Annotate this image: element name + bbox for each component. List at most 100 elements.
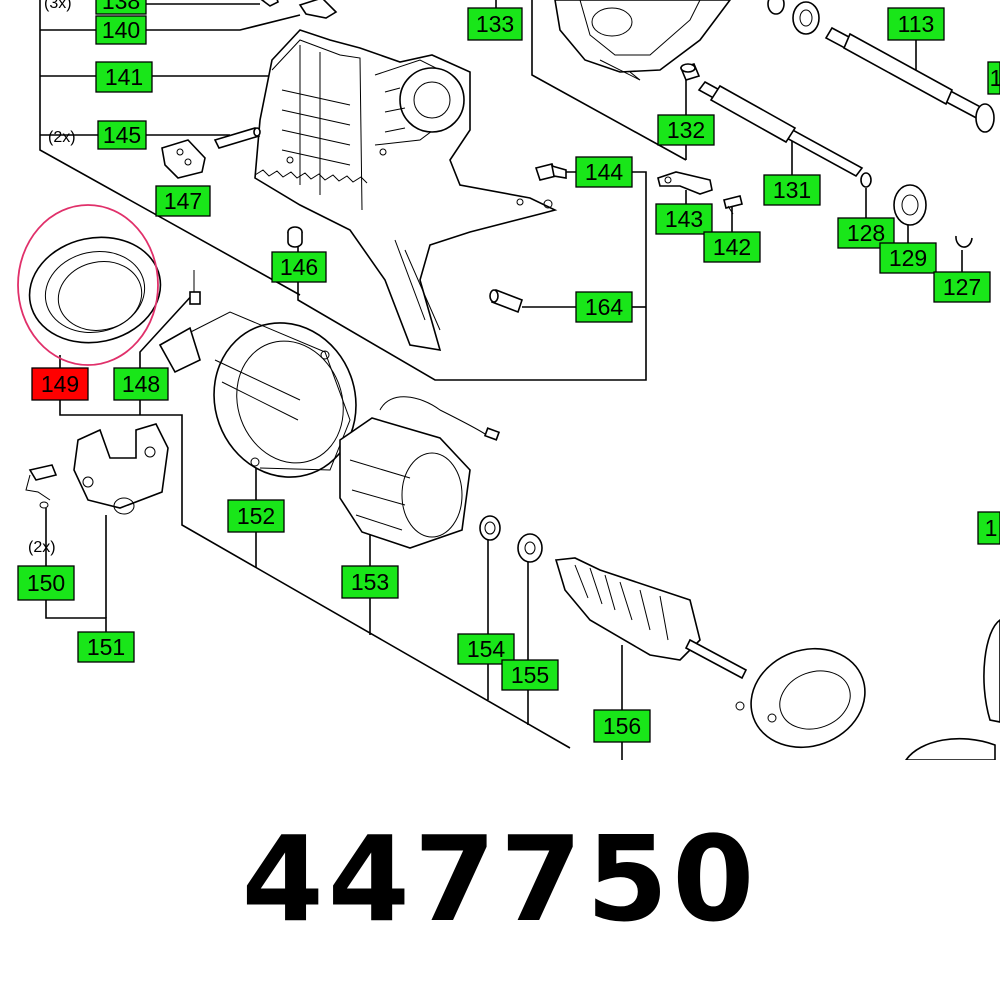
callout-145: 145 [97, 120, 147, 150]
callout-box [977, 511, 1000, 545]
clip-150 [25, 464, 58, 509]
callout-number: 138 [102, 0, 140, 14]
callout-164: 164 [575, 291, 633, 323]
quantity-q2x-b: (2x) [28, 539, 56, 556]
callout-number: 154 [467, 636, 506, 662]
callout-133: 133 [467, 7, 523, 41]
callout-box [501, 659, 559, 691]
callout-number: 1 [985, 515, 998, 541]
callout-150: 150 [17, 565, 75, 601]
callout-number: 128 [847, 220, 885, 246]
callout-box [113, 367, 169, 401]
callout-box [95, 61, 153, 93]
shaft-131 [697, 80, 864, 178]
callout-143: 143 [655, 203, 713, 235]
callout-box [95, 15, 147, 45]
callout-box [655, 203, 713, 235]
callout-154: 154 [457, 633, 515, 665]
pin-164 [489, 288, 524, 314]
callout-142: 142 [703, 231, 761, 263]
callout-box [97, 120, 147, 150]
callout-box [95, 0, 147, 15]
exploded-parts-diagram: 1381401411451471461491481331131321311441… [17, 0, 1000, 760]
callout-number: 152 [237, 503, 275, 529]
part-number: 447750 [241, 810, 759, 948]
leader-lines [39, 0, 963, 760]
callout-113: 113 [887, 7, 945, 41]
callout-box [341, 565, 399, 599]
callout-153: 153 [341, 565, 399, 599]
callout-box [879, 242, 937, 274]
callout-box [887, 7, 945, 41]
callout-number: 1 [990, 65, 1000, 91]
callout-number: 131 [773, 177, 811, 203]
callout-box [593, 709, 651, 743]
callout-number: 142 [713, 234, 751, 260]
callout-box [31, 367, 89, 401]
spindle-113 [824, 26, 995, 133]
callout-number: 146 [280, 254, 318, 280]
callout-144: 144 [575, 156, 633, 188]
quantity-q2x-a: (2x) [48, 129, 76, 146]
callout-number: 150 [27, 570, 65, 596]
armature-156 [554, 557, 748, 680]
callout-151: 151 [77, 631, 135, 663]
bearing-129 [893, 184, 927, 226]
callout-155: 155 [501, 659, 559, 691]
callout-127: 127 [933, 271, 991, 303]
screw-144 [534, 163, 567, 181]
callout-number: 145 [103, 122, 141, 148]
callout-box [933, 271, 991, 303]
quantity-q3x: (3x) [44, 0, 72, 12]
callout-number: 155 [511, 662, 549, 688]
callout-148: 148 [113, 367, 169, 401]
callout-box [77, 631, 135, 663]
callout-number: 140 [102, 17, 140, 43]
callout-box [17, 565, 75, 601]
callout-128: 128 [837, 217, 895, 249]
callout-number: 113 [898, 11, 935, 37]
quantity-notes: (3x) (2x) (2x) [28, 0, 76, 556]
callout-132: 132 [657, 114, 715, 146]
callout-number: 156 [603, 713, 641, 739]
callout-number: 147 [164, 188, 202, 214]
callout-number: 148 [122, 371, 160, 397]
callout-152: 152 [227, 499, 285, 533]
callout-number: 132 [667, 117, 705, 143]
callout-box [575, 156, 633, 188]
callout-number: 133 [476, 11, 514, 37]
bearing-155 [517, 533, 543, 563]
callout-156: 156 [593, 709, 651, 743]
callout-number: 127 [943, 274, 981, 300]
ring-149 [28, 236, 162, 344]
callout-box [227, 499, 285, 533]
pin-145 [213, 127, 261, 149]
callout-box [763, 174, 821, 206]
callout-number: 144 [585, 159, 624, 185]
callout-box [987, 61, 1000, 95]
callout-box [467, 7, 523, 41]
housing-partial-right [983, 619, 1000, 723]
callout-1b: 1 [977, 511, 1000, 545]
stator-153 [339, 396, 501, 549]
callout-129: 129 [879, 242, 937, 274]
callout-box [837, 217, 895, 249]
callout-number: 143 [665, 206, 703, 232]
bearing-top-a [792, 1, 820, 35]
callout-box [271, 251, 327, 283]
callout-box [657, 114, 715, 146]
terminal-148 [189, 270, 201, 305]
clip-138 [260, 0, 338, 19]
highlight-ring [17, 204, 159, 366]
brush-holder-plate-151 [73, 423, 169, 515]
bearing-top-b [767, 0, 785, 15]
motor-housing-152 [158, 311, 357, 478]
callout-1a: 1 [987, 61, 1000, 95]
callout-146: 146 [271, 251, 327, 283]
callout-147: 147 [155, 185, 211, 217]
callout-number: 164 [585, 294, 624, 320]
gearbox-cover [554, 0, 731, 81]
bushing-132 [679, 63, 701, 81]
callout-box [575, 291, 633, 323]
